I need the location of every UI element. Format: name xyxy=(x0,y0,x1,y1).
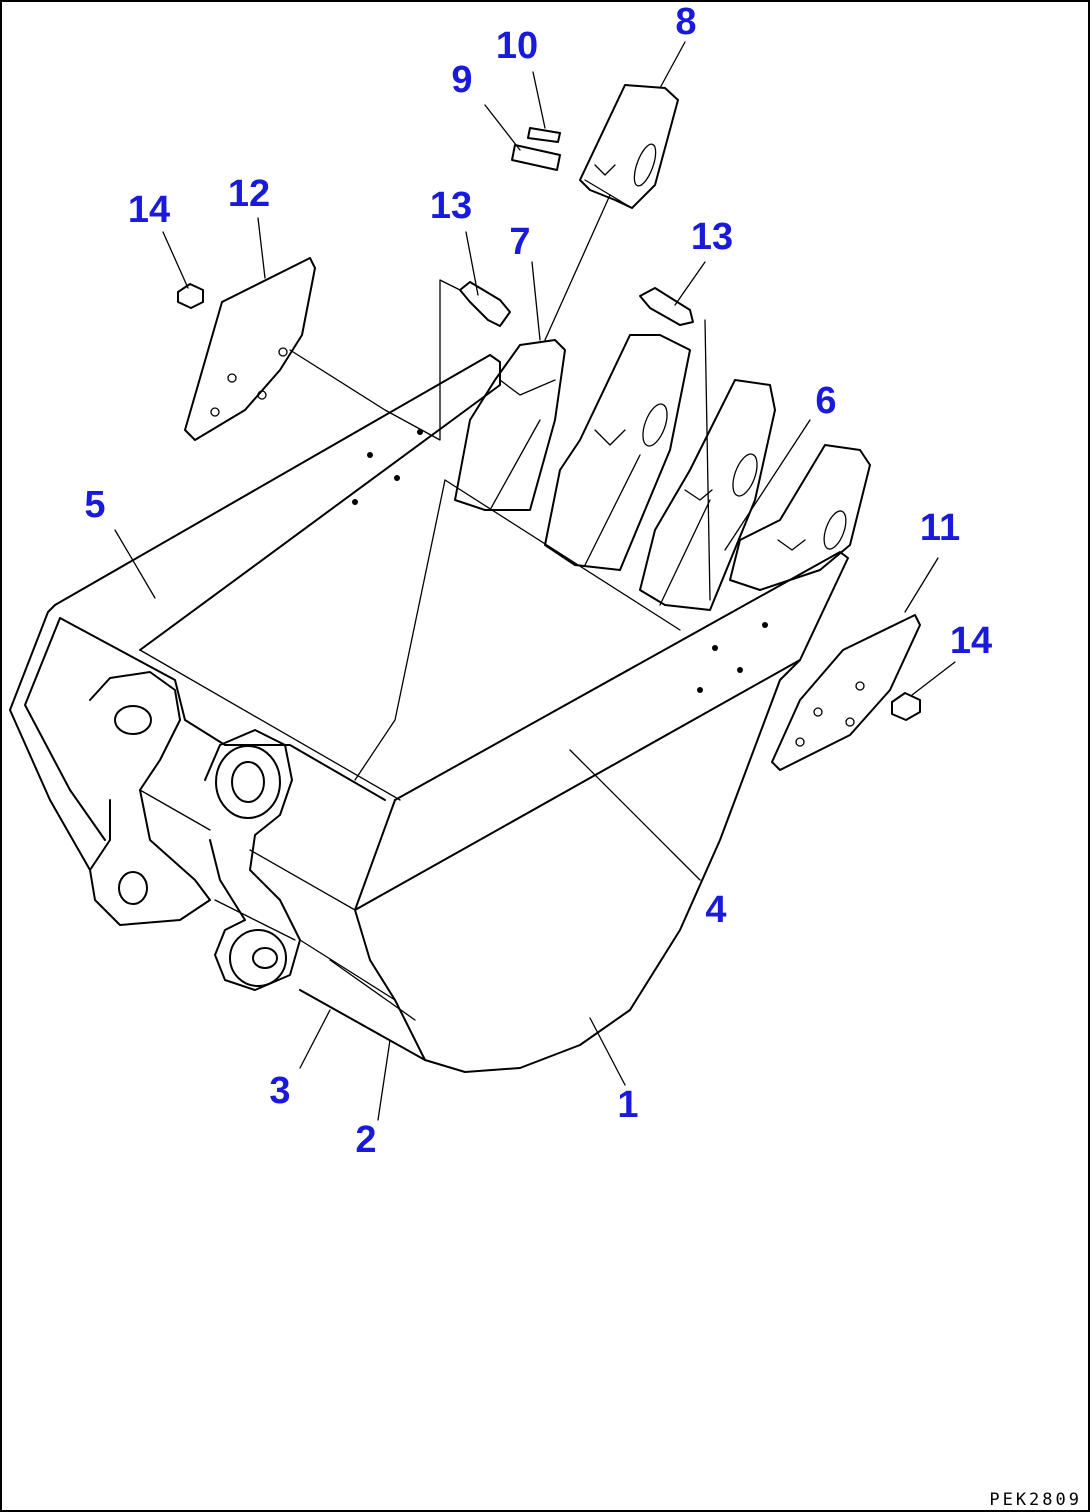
callout-14-left: 14 xyxy=(128,189,170,231)
callout-8: 8 xyxy=(675,1,696,43)
bucket-body xyxy=(9,354,849,1073)
lock-10 xyxy=(527,127,561,143)
drawing-code: PEK2809 xyxy=(989,1490,1082,1510)
callout-11: 11 xyxy=(920,507,960,549)
callout-4: 4 xyxy=(705,889,726,931)
side-cutter-11 xyxy=(771,614,921,771)
tooth-4 xyxy=(729,444,871,591)
callout-7: 7 xyxy=(509,221,530,263)
left-side-plate xyxy=(54,354,501,651)
lock-parts-9-10 xyxy=(511,127,561,171)
callout-2: 2 xyxy=(355,1119,376,1161)
right-side-plate xyxy=(354,551,849,911)
callout-6: 6 xyxy=(815,380,836,422)
side-cutter-12 xyxy=(184,257,316,441)
tooth-3 xyxy=(639,379,776,611)
callout-14-right: 14 xyxy=(950,620,992,662)
callout-labels: 1 2 3 4 5 6 7 8 9 10 11 12 13 13 14 14 xyxy=(84,1,992,1161)
tooth-2 xyxy=(544,334,691,571)
pin-boss-upper xyxy=(215,745,281,819)
lower-pin-hole xyxy=(118,871,148,905)
callout-12: 12 xyxy=(228,173,270,215)
bolt-13-left xyxy=(459,281,511,327)
tooth-1 xyxy=(454,339,566,511)
tooth-point-8 xyxy=(579,84,679,209)
pin-9 xyxy=(511,144,561,171)
callout-3: 3 xyxy=(269,1070,290,1112)
callout-9: 9 xyxy=(451,59,472,101)
left-rear-edge xyxy=(9,604,91,871)
bolt-13-right xyxy=(639,287,694,326)
callout-5: 5 xyxy=(84,484,105,526)
leader-lines xyxy=(114,41,956,1121)
teeth-row xyxy=(454,334,871,611)
callout-13-right: 13 xyxy=(691,216,733,258)
upper-pin-hole xyxy=(114,705,152,735)
nut-14-right xyxy=(891,692,921,721)
callout-1: 1 xyxy=(617,1084,638,1126)
pin-boss-lower xyxy=(229,929,287,987)
callout-10: 10 xyxy=(496,25,538,67)
nut-14-left xyxy=(177,283,204,309)
callout-13-left: 13 xyxy=(430,185,472,227)
